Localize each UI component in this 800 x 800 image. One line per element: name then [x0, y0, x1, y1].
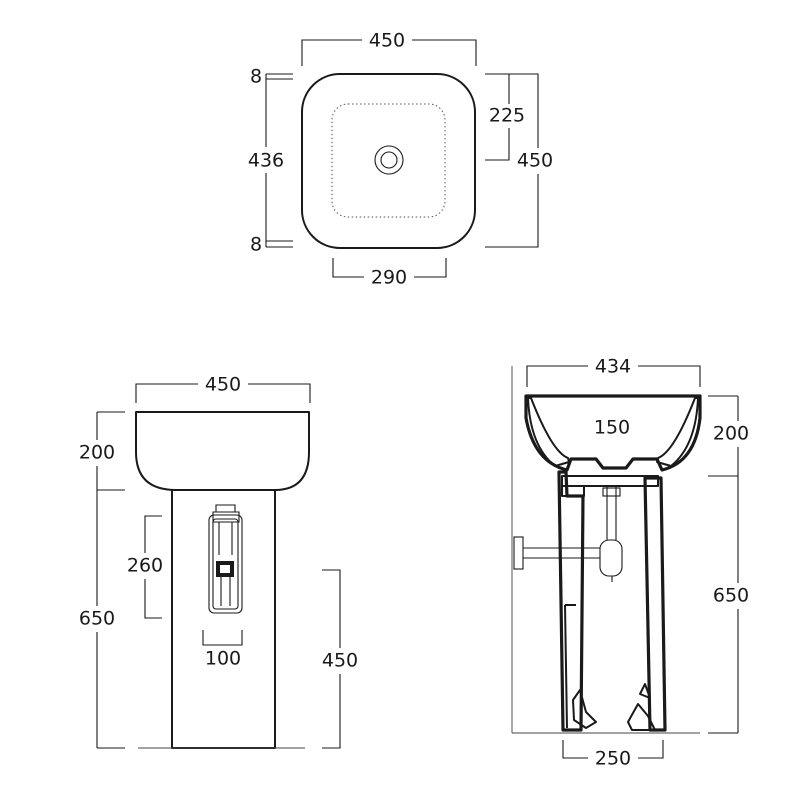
plan-basin-outline: [301, 73, 476, 249]
svg-text:8: 8: [250, 234, 262, 256]
side-view: 434 150 200 650 250: [511, 354, 760, 770]
front-pedestal-outline: [171, 490, 276, 749]
side-pedestal-right: [643, 476, 667, 732]
plan-bowl-outline: [331, 103, 446, 218]
front-dim-basin-height: 200: [79, 442, 115, 464]
side-dim-width: 434: [595, 356, 631, 378]
side-dim-basin-height: 200: [713, 423, 749, 445]
side-wall-flange: [513, 536, 524, 570]
front-dim-cutout-height: 260: [127, 555, 163, 577]
front-cutout: [208, 514, 243, 614]
side-dim-pedestal-height: 650: [713, 585, 749, 607]
front-dim-basin-width: 450: [205, 374, 241, 396]
front-dim-cutout-width: 100: [205, 648, 241, 670]
front-dim-waste-height: 450: [322, 650, 358, 672]
front-basin-outline: [135, 411, 310, 491]
plan-drain-inner: [380, 151, 398, 169]
plan-view: 450 8 436 8 8 8 225 450 290: [244, 28, 557, 289]
plan-dim-width: 450: [369, 30, 405, 52]
plan-dim-inner-height: 436: [248, 150, 284, 172]
plan-dim-depth: 450: [517, 150, 553, 172]
front-dim-cutout-width-line: [202, 630, 243, 646]
side-dim-bowl-depth: 150: [594, 417, 630, 439]
front-dim-pedestal-height: 650: [79, 608, 115, 630]
side-dim-base-width: 250: [595, 748, 631, 770]
front-view: 450 200 650 260 100 450: [76, 372, 361, 749]
plan-dim-bowl-width: 290: [371, 267, 407, 289]
svg-text:8: 8: [250, 66, 262, 88]
side-basin-section: [524, 394, 702, 472]
plan-dim-half-depth: 225: [489, 105, 525, 127]
plan-drain-outer: [374, 145, 404, 175]
